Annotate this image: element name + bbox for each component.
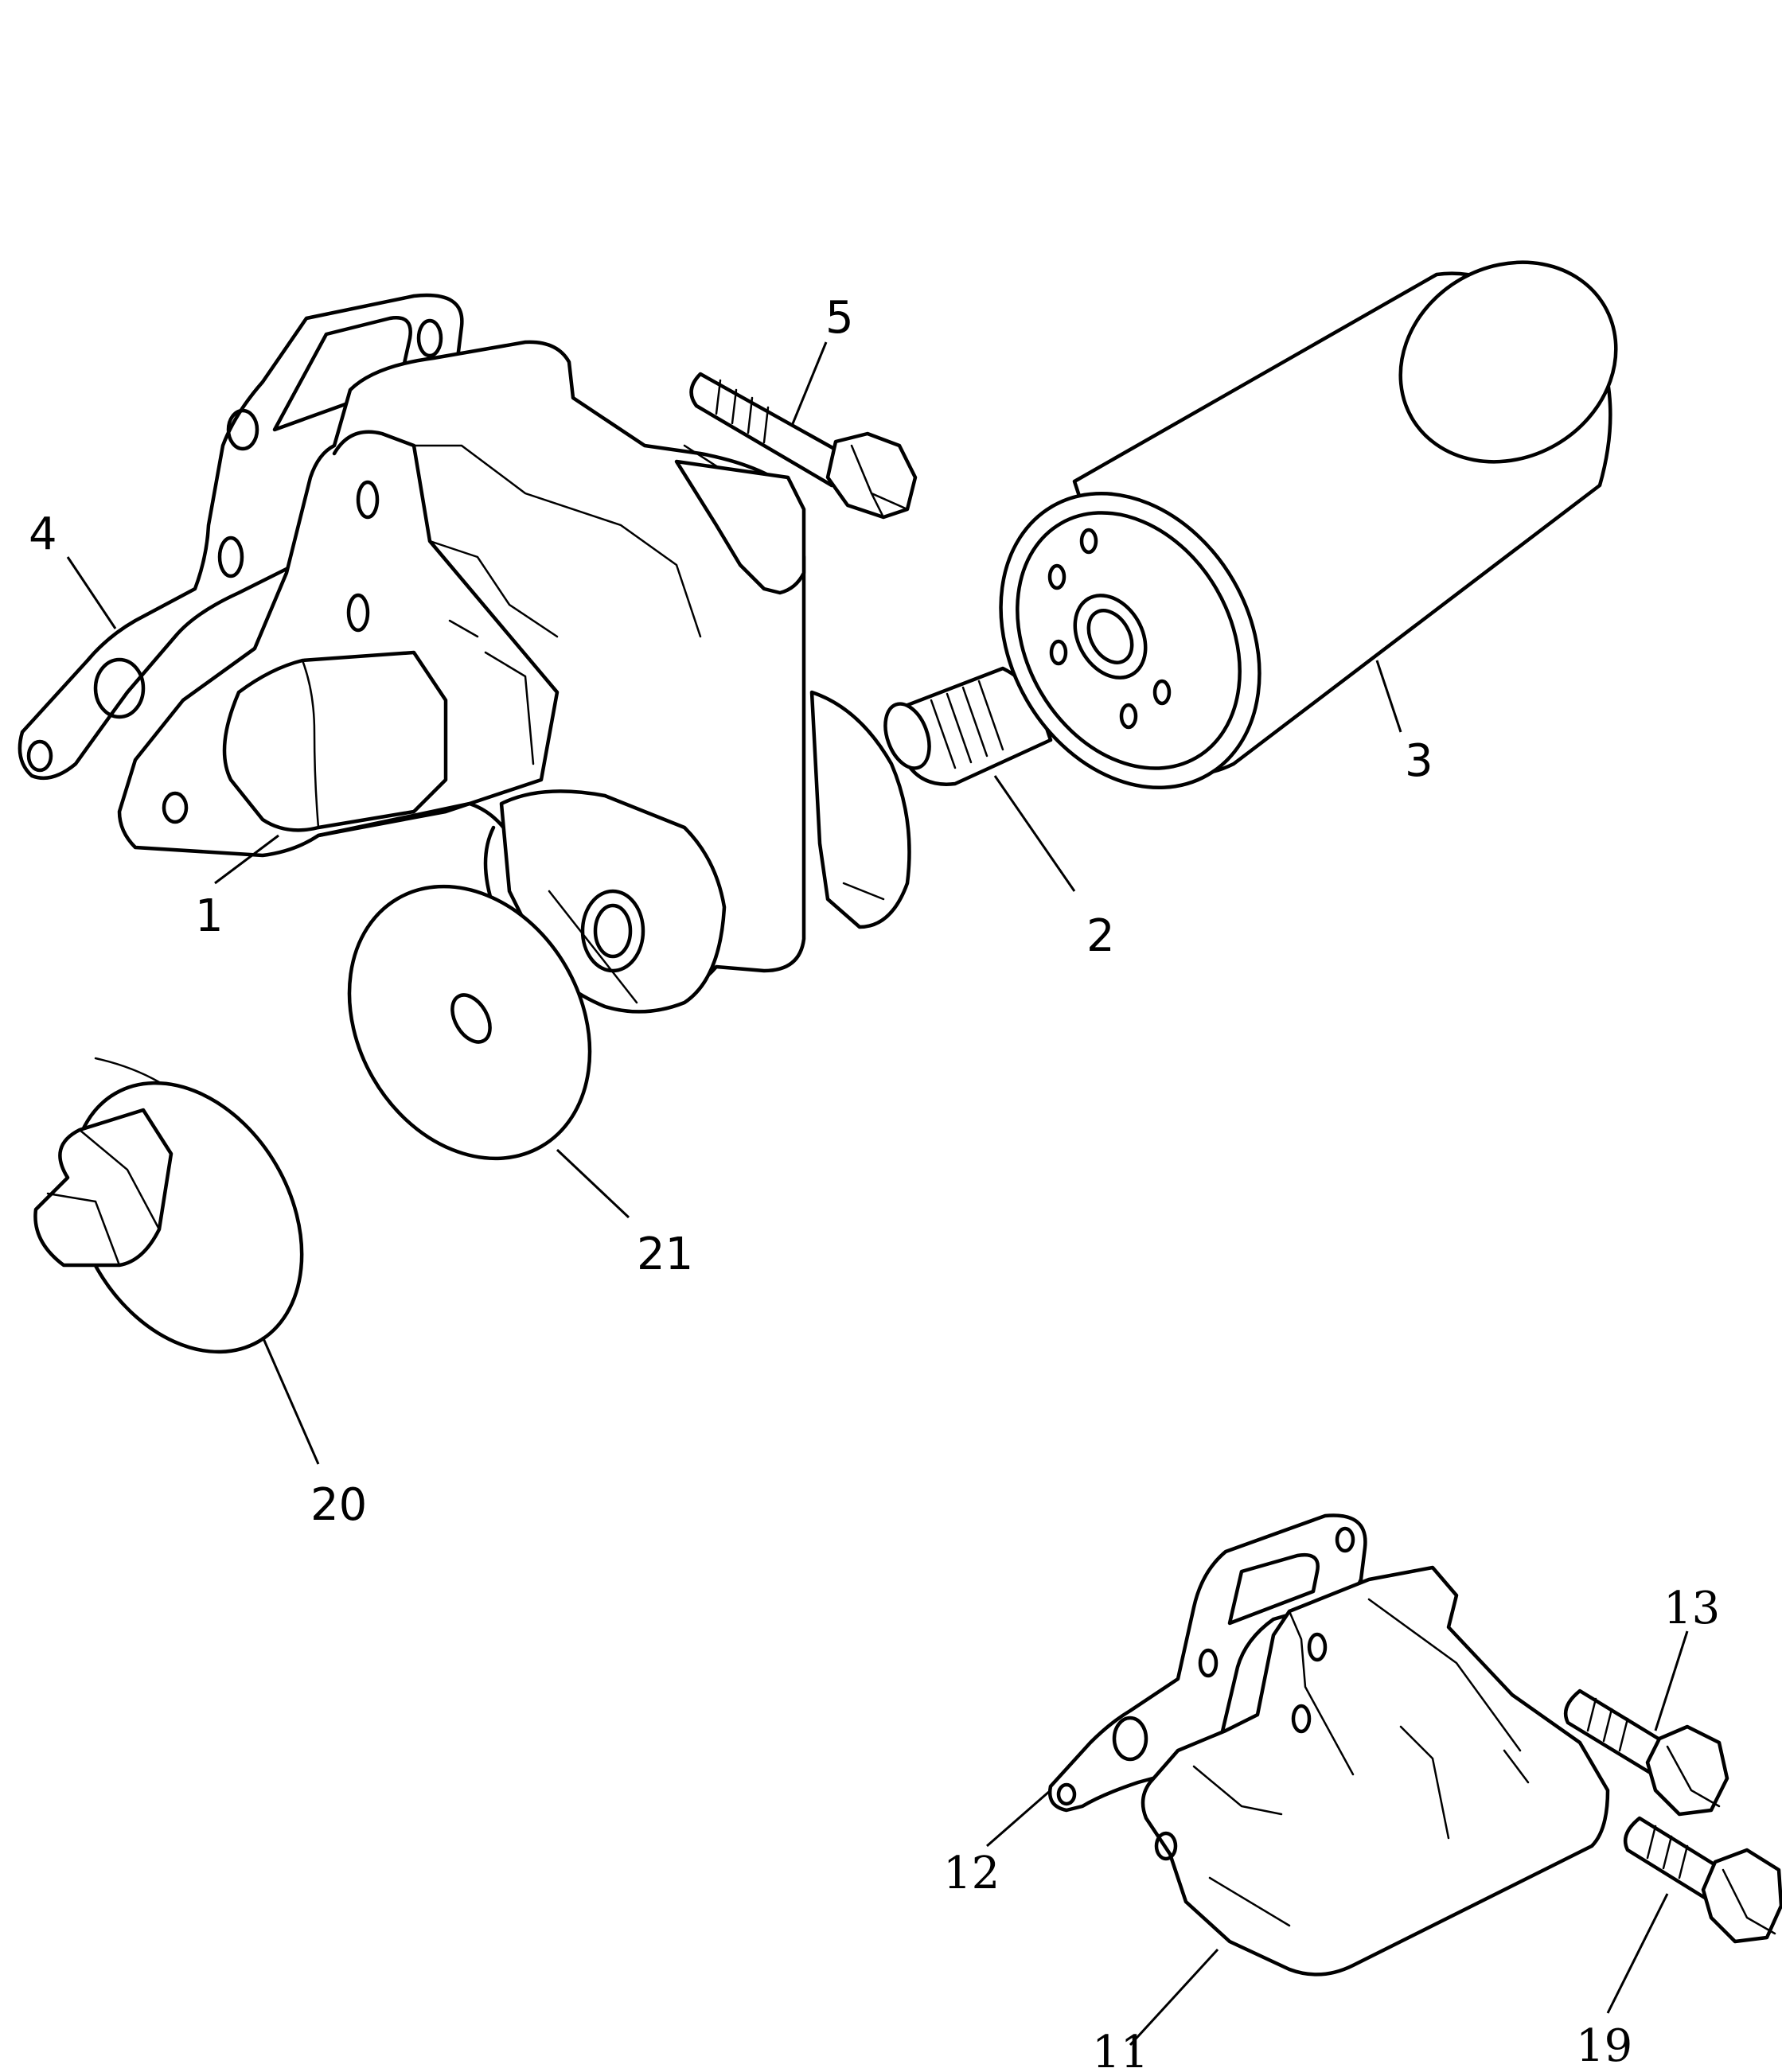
leader-12 xyxy=(986,1789,1051,1848)
callout-1: 1 xyxy=(195,890,224,942)
filter-part-3 xyxy=(999,260,1618,790)
callout-4: 4 xyxy=(29,508,57,560)
leader-5 xyxy=(790,341,828,426)
callout-12: 12 xyxy=(943,1848,1000,1899)
bolt-part-19 xyxy=(1623,1816,1782,1944)
leader-4 xyxy=(66,556,117,629)
leader-11 xyxy=(1129,1948,1219,2047)
callout-13: 13 xyxy=(1663,1583,1720,1634)
leader-13 xyxy=(1654,1630,1689,1731)
leader-20 xyxy=(261,1336,320,1465)
leader-21 xyxy=(556,1148,630,1219)
leader-19 xyxy=(1606,1893,1669,2014)
callout-2: 2 xyxy=(1086,910,1115,962)
callout-21: 21 xyxy=(637,1229,693,1280)
leader-3 xyxy=(1375,660,1402,733)
callout-3: 3 xyxy=(1405,735,1433,787)
housing-part-11 xyxy=(1141,1565,1610,1977)
housing-part-1 xyxy=(117,340,911,1014)
callout-labels: 1 2 3 4 5 20 21 12 11 13 19 xyxy=(29,292,1720,2072)
callout-11: 11 xyxy=(1092,2027,1148,2072)
plug-part-20 xyxy=(33,1057,304,1354)
callout-19: 19 xyxy=(1576,2020,1632,2072)
leader-lines xyxy=(66,341,1689,2047)
leader-1 xyxy=(214,834,279,885)
bolt-part-5 xyxy=(689,372,918,520)
leader-2 xyxy=(993,775,1076,892)
washer-part-21 xyxy=(347,884,592,1161)
bolt-part-13 xyxy=(1563,1688,1729,1817)
callout-20: 20 xyxy=(310,1479,367,1531)
callout-5: 5 xyxy=(825,292,854,344)
